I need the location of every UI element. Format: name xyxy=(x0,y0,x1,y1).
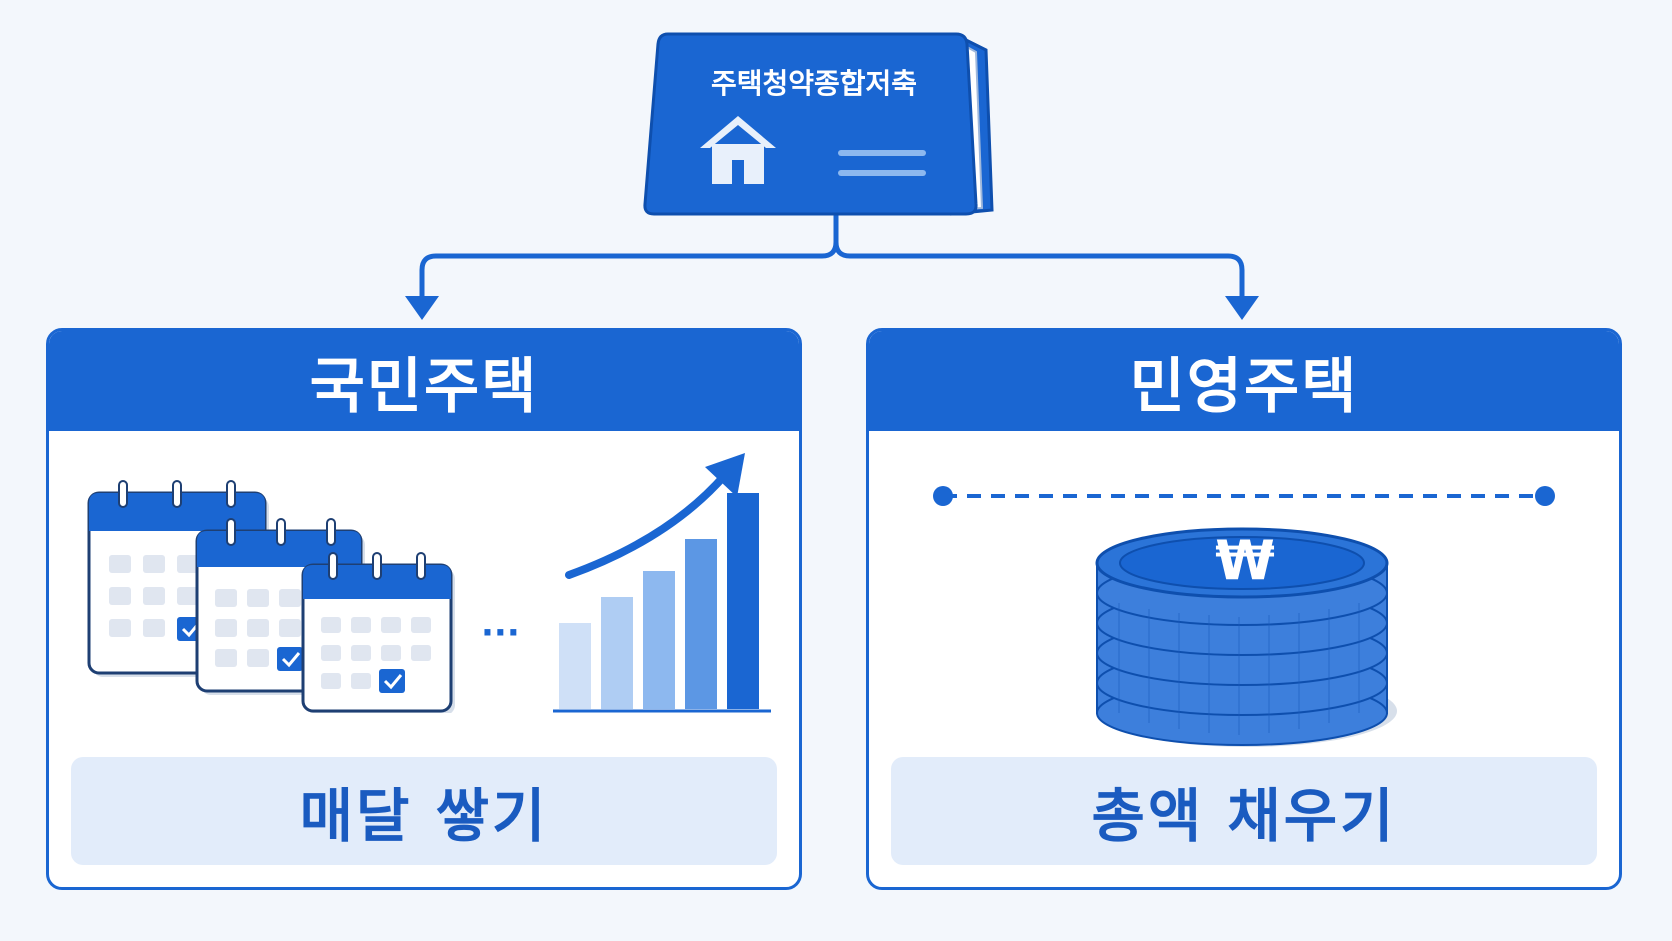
calendar-icon xyxy=(87,480,455,713)
ellipsis: ··· xyxy=(481,613,520,653)
private-housing-panel: 민영주택 ₩ 총액 채우기 xyxy=(866,328,1622,890)
target-dashed-line xyxy=(933,486,1555,506)
national-housing-panel: 국민주택 xyxy=(46,328,802,890)
savings-book-icon xyxy=(640,30,1000,220)
total-amount-label: 총액 채우기 xyxy=(891,757,1597,865)
house-icon xyxy=(700,116,776,184)
panel-title: 민영주택 xyxy=(869,331,1619,431)
panel-title: 국민주택 xyxy=(49,331,799,431)
monthly-saving-label: 매달 쌓기 xyxy=(71,757,777,865)
bar-chart-icon xyxy=(553,453,771,713)
won-icon: ₩ xyxy=(1215,529,1275,592)
coin-stack-icon xyxy=(1095,527,1397,747)
account-title: 주택청약종합저축 xyxy=(710,67,918,100)
growth-arrow-icon xyxy=(565,453,745,579)
